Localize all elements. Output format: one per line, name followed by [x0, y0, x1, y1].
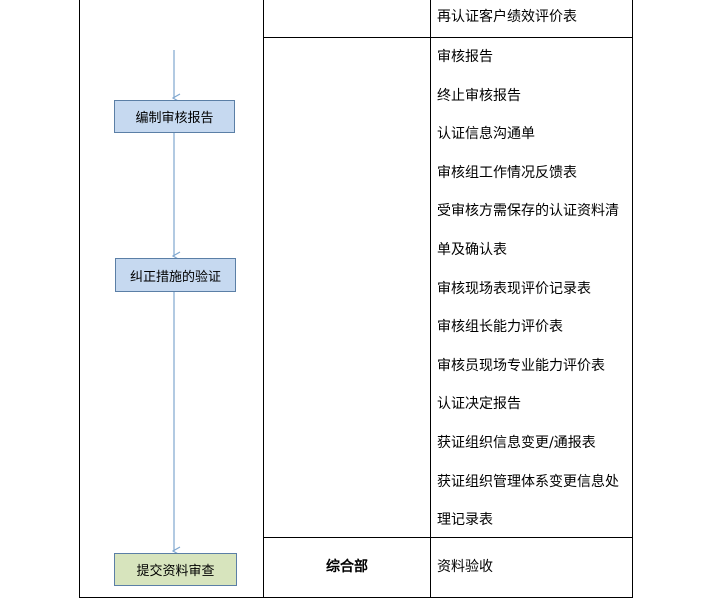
flow-step-corrective-verification: 纠正措施的验证 — [115, 258, 236, 292]
col-divider-1 — [263, 0, 264, 598]
table-bottom-border — [79, 597, 633, 598]
doc-item: 获证组织管理体系变更信息处 — [437, 473, 619, 490]
doc-item: 认证信息沟通单 — [437, 126, 535, 143]
doc-last-item: 资料验收 — [437, 559, 493, 575]
col-divider-2 — [430, 0, 431, 598]
department-cell: 综合部 — [326, 559, 368, 575]
doc-item: 审核报告 — [437, 49, 493, 65]
doc-item: 审核员现场专业能力评价表 — [437, 357, 605, 374]
row-divider-bottom — [263, 537, 633, 538]
doc-item: 审核组工作情况反馈表 — [437, 164, 577, 181]
doc-item: 受审核方需保存的认证资料清 — [437, 203, 619, 220]
doc-item: 终止审核报告 — [437, 87, 521, 104]
flow-step-compile-report: 编制审核报告 — [114, 100, 235, 133]
doc-item: 认证决定报告 — [437, 396, 521, 413]
doc-item: 理记录表 — [437, 512, 493, 529]
doc-item: 审核组长能力评价表 — [437, 319, 563, 336]
flow-step-submit-review: 提交资料审查 — [114, 553, 237, 586]
doc-item: 单及确认表 — [437, 241, 507, 258]
doc-item: 审核现场表现评价记录表 — [437, 280, 591, 297]
table-left-border — [79, 0, 80, 598]
doc-list: 审核报告 终止审核报告 认证信息沟通单 审核组工作情况反馈表 受审核方需保存的认… — [437, 38, 632, 540]
row-divider-top — [263, 37, 633, 38]
table-right-border — [632, 0, 633, 598]
doc-item: 获证组织信息变更/通报表 — [437, 434, 596, 451]
doc-top-item: 再认证客户绩效评价表 — [437, 9, 577, 25]
